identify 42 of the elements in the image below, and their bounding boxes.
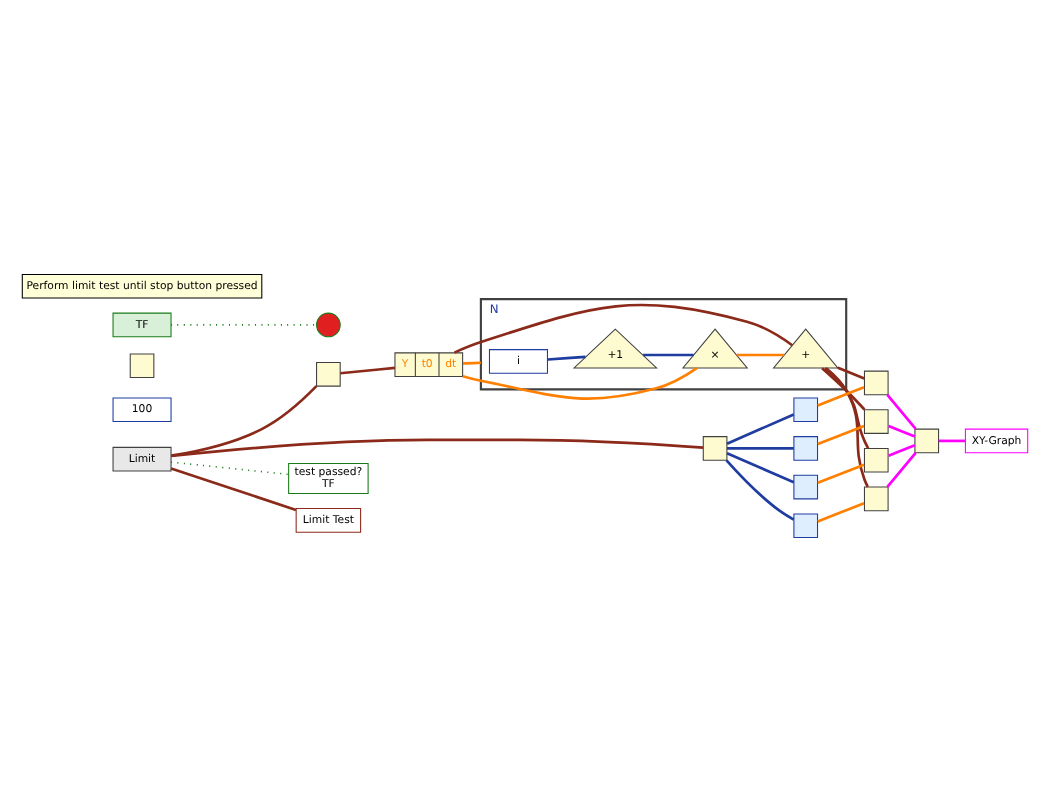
node-box [792,397,818,423]
node-box [862,447,888,473]
node-box [701,436,727,461]
node-box [128,353,154,379]
connector [724,459,794,521]
connector [816,502,864,523]
connector [170,438,703,458]
connector [461,361,480,365]
connector [169,461,289,476]
connector [169,467,296,512]
connector [170,385,317,457]
connector [885,394,916,430]
connector [887,444,915,457]
connector [735,353,784,357]
connector [816,386,864,407]
connector [642,353,693,357]
connector [816,424,864,446]
connector [339,366,395,375]
connector [726,447,793,450]
connector [546,355,585,361]
node-box [862,486,888,512]
connector [725,451,794,484]
connector [823,367,869,449]
node-box [315,361,340,387]
connector [885,452,916,488]
connector [887,424,915,438]
node-box [792,436,818,461]
node-box [862,370,888,396]
connector [937,439,965,443]
node-box [792,474,818,500]
connector [461,366,697,400]
connector [169,324,317,326]
node-box [913,428,939,454]
connector [725,413,794,445]
node-box [792,513,818,539]
node-circle [315,312,340,338]
connector [824,367,868,488]
connector [820,367,865,411]
connector [452,303,792,354]
connector [836,366,864,380]
node-box [862,409,888,434]
connector [816,463,864,484]
